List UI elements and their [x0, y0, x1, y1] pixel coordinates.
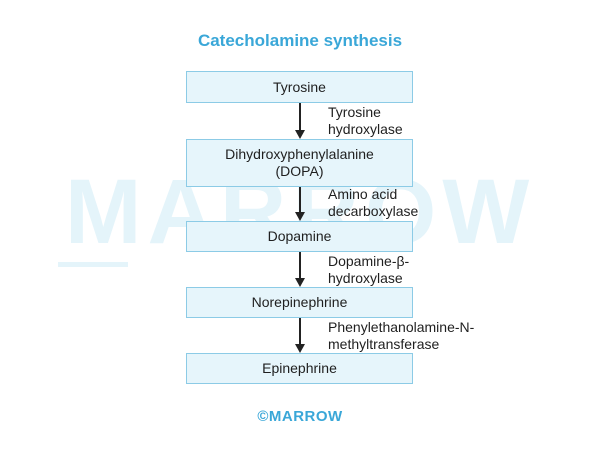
enzyme-label-amino-acid-decarboxylase: Amino acid decarboxylase [328, 186, 419, 219]
step-box-norepinephrine: Norepinephrine [186, 287, 413, 318]
enzyme-label-dopamine-beta-hydroxylase: Dopamine-β- hydroxylase [328, 253, 410, 286]
step-label: Dihydroxyphenylalanine (DOPA) [225, 146, 374, 179]
step-label: Tyrosine [273, 78, 326, 95]
enzyme-label-tyrosine-hydroxylase: Tyrosine hydroxylase [328, 104, 403, 137]
enzyme-label-pnmt: Phenylethanolamine-N- methyltransferase [328, 319, 475, 352]
arrow-down [295, 252, 305, 287]
diagram-title: Catecholamine synthesis [197, 31, 403, 50]
arrow-down [295, 187, 305, 221]
copyright-footer: ©MARROW [257, 408, 343, 425]
step-box-dopamine: Dopamine [186, 221, 413, 252]
step-box-epinephrine: Epinephrine [186, 353, 413, 384]
watermark-underline [58, 262, 128, 267]
arrow-down [295, 318, 305, 353]
arrow-down [295, 103, 305, 139]
step-label: Norepinephrine [251, 294, 348, 310]
step-box-dopa: Dihydroxyphenylalanine (DOPA) [186, 139, 413, 187]
step-label: Dopamine [267, 228, 332, 244]
step-label: Epinephrine [262, 360, 337, 376]
step-box-tyrosine: Tyrosine [186, 71, 413, 103]
